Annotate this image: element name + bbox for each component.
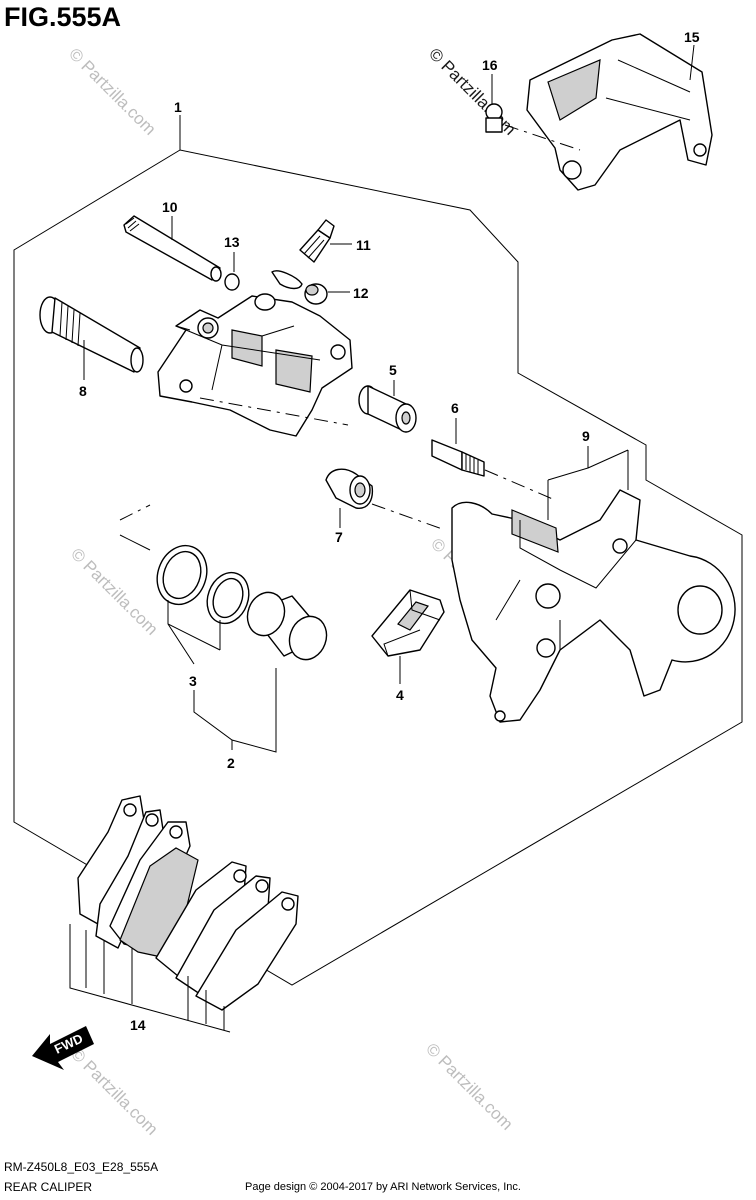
piston [246,591,328,661]
callout-10: 10 [162,199,178,215]
small-bolt [485,103,503,133]
callout-1: 1 [174,99,182,115]
bleeder-valve [299,219,335,263]
assembly-boundary [13,149,743,986]
callout-8: 8 [79,383,87,399]
callout-9: 9 [582,428,590,444]
axis-line [119,504,151,521]
callout-5: 5 [389,362,397,378]
leader-line [119,534,221,665]
leader-line [69,924,231,1033]
axis-line [504,124,581,151]
figure-title: FIG.555A [4,2,122,32]
pin [431,439,485,477]
leader-line [547,446,629,520]
callout-15: 15 [684,29,700,45]
leader-line [689,44,695,81]
watermark: © Partzilla.com [422,1039,516,1133]
model-code: RM-Z450L8_E03_E28_555A [4,1160,159,1174]
watermark: © Partzilla.com [67,1044,161,1138]
axis-line [199,397,349,426]
callout-7: 7 [335,529,343,545]
caliper-body [157,293,353,437]
callout-labels: 1 2 3 4 5 6 7 8 9 10 11 12 13 14 15 16 [79,29,700,1033]
brake-pads [77,795,299,1011]
figure-caption: REAR CALIPER [4,1180,93,1194]
callout-4: 4 [396,687,404,703]
callout-12: 12 [353,285,369,301]
callout-11: 11 [356,237,371,253]
piston-seal [156,544,208,606]
callout-6: 6 [451,400,459,416]
watermark: © Partzilla.com [67,544,161,638]
axis-line [484,469,556,501]
bolt [39,296,144,373]
bleeder-cap [271,270,328,305]
callout-14: 14 [130,1017,146,1033]
copyright-notice: Page design © 2004-2017 by ARI Network S… [245,1181,521,1193]
pad-spring [371,589,445,657]
leader-line [193,668,277,753]
axis-line [371,503,446,531]
callout-3: 3 [189,673,197,689]
callout-2: 2 [227,755,235,771]
callout-13: 13 [224,234,240,250]
pad-pin [123,215,222,282]
boot [358,385,417,433]
dust-seal [206,571,250,625]
caliper-guard [526,33,713,191]
bracket [451,489,736,723]
watermarks: © Partzilla.com © Partzilla.com © Partzi… [65,44,521,1138]
watermark: © Partzilla.com [65,44,159,138]
piston-boot [325,468,374,509]
o-ring [224,273,240,291]
callout-16: 16 [482,57,498,73]
